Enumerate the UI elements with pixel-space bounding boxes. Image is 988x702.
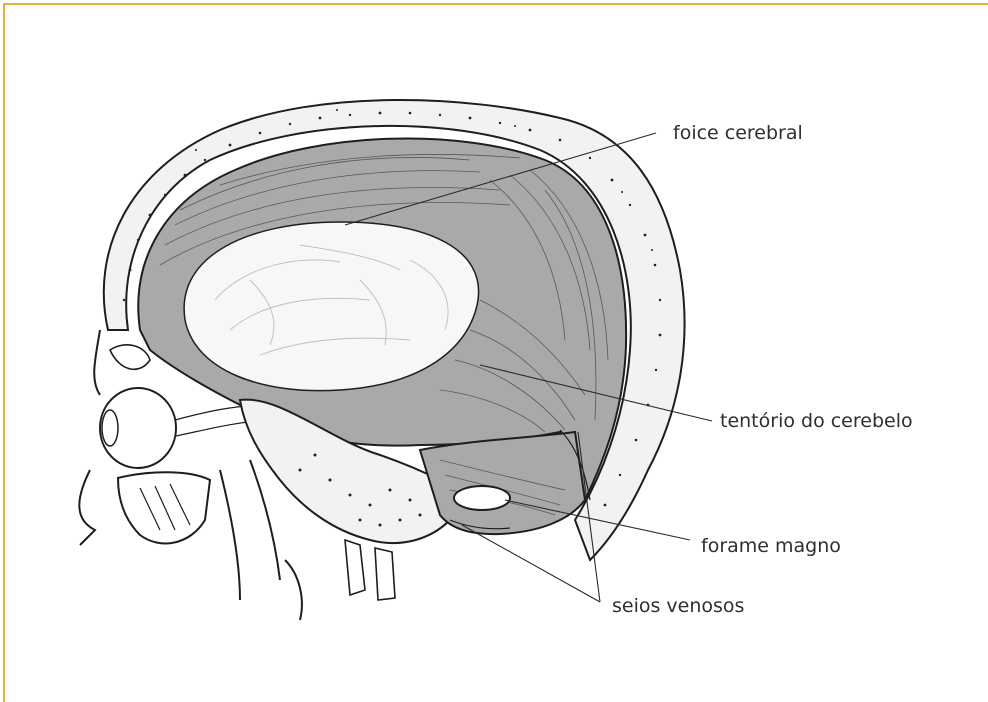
frontal-sinus	[110, 345, 150, 370]
eyeball	[100, 388, 176, 468]
label-tentorium: tentório do cerebelo	[720, 410, 913, 432]
label-venous-sinuses: seios venosos	[612, 595, 744, 617]
leader-sinus-1	[462, 525, 600, 602]
maxillary-sinus	[118, 472, 210, 543]
label-falx-cerebri: foice cerebral	[673, 122, 803, 144]
vertebra-2	[375, 548, 395, 600]
vertebra	[345, 540, 365, 595]
label-foramen-magnum: forame magno	[701, 535, 841, 557]
posterior-fossa	[420, 432, 585, 534]
foramen-magnum	[454, 486, 510, 510]
